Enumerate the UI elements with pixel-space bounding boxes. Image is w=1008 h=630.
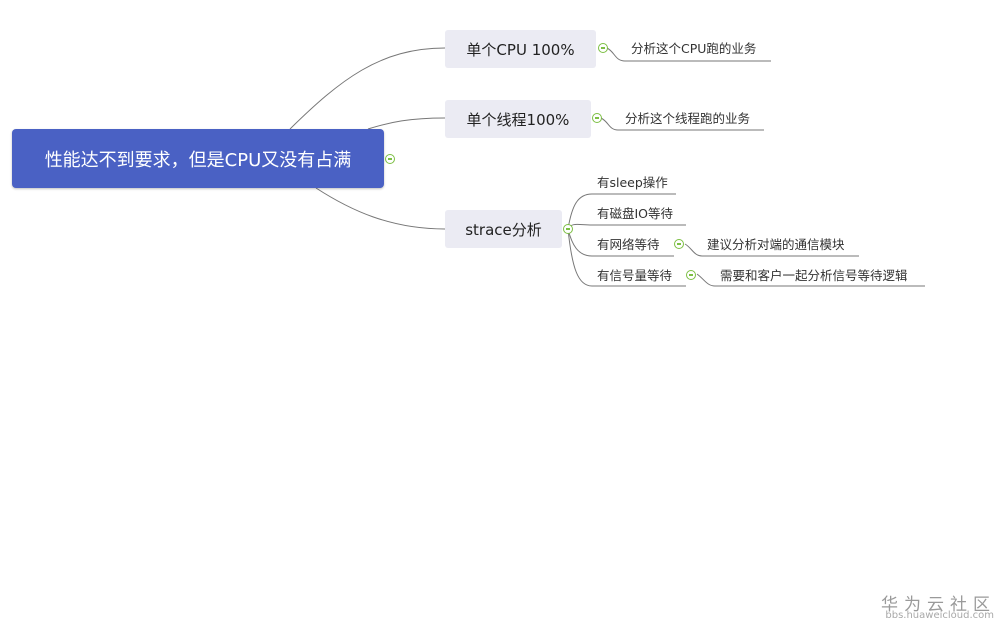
minus-circle-icon[interactable] [385, 154, 395, 164]
leaf-topic-3-1[interactable]: 有sleep操作 [597, 175, 668, 190]
connector-child-4-grandchild [696, 273, 925, 287]
leaf-topic-3-3-1[interactable]: 建议分析对端的通信模块 [707, 237, 845, 252]
connector-branch-2-leaf [600, 117, 764, 131]
leaf-topic-2-1[interactable]: 分析这个线程跑的业务 [625, 111, 751, 126]
connector-child-3-grandchild [684, 243, 859, 257]
connector-branch-3-child-4 [567, 228, 686, 287]
connector-branch-1-leaf [606, 47, 771, 62]
branch-topic-1-label: 单个CPU 100% [466, 40, 575, 59]
leaf-topic-3-2[interactable]: 有磁盘IO等待 [597, 206, 674, 221]
branch-topic-1[interactable]: 单个CPU 100% [445, 30, 596, 68]
leaf-topic-1-1[interactable]: 分析这个CPU跑的业务 [631, 41, 757, 56]
branch-topic-2-label: 单个线程100% [466, 110, 570, 129]
connector-root-branch-1 [289, 47, 446, 130]
minus-circle-icon[interactable] [592, 113, 602, 123]
connector-root-branch-3 [315, 187, 446, 230]
watermark-title: 华为云社区 [881, 595, 996, 615]
root-topic[interactable]: 性能达不到要求，但是CPU又没有占满 [12, 129, 384, 188]
minus-circle-icon[interactable] [686, 270, 696, 280]
branch-topic-2[interactable]: 单个线程100% [445, 100, 591, 138]
connector-branch-3-child-2 [567, 223, 686, 230]
minus-circle-icon[interactable] [563, 224, 573, 234]
connector-branch-3-child-1 [567, 193, 676, 230]
leaf-topic-3-4[interactable]: 有信号量等待 [597, 268, 673, 283]
watermark-url: bbs.huaweicloud.com [885, 610, 994, 621]
minus-circle-icon[interactable] [598, 43, 608, 53]
root-topic-label: 性能达不到要求，但是CPU又没有占满 [44, 149, 352, 171]
minus-circle-icon[interactable] [674, 239, 684, 249]
leaf-topic-3-3[interactable]: 有网络等待 [597, 237, 660, 252]
branch-topic-3-label: strace分析 [465, 220, 542, 239]
connector-root-branch-2 [367, 117, 446, 130]
leaf-topic-3-4-1[interactable]: 需要和客户一起分析信号等待逻辑 [720, 268, 908, 283]
branch-topic-3[interactable]: strace分析 [445, 210, 562, 248]
